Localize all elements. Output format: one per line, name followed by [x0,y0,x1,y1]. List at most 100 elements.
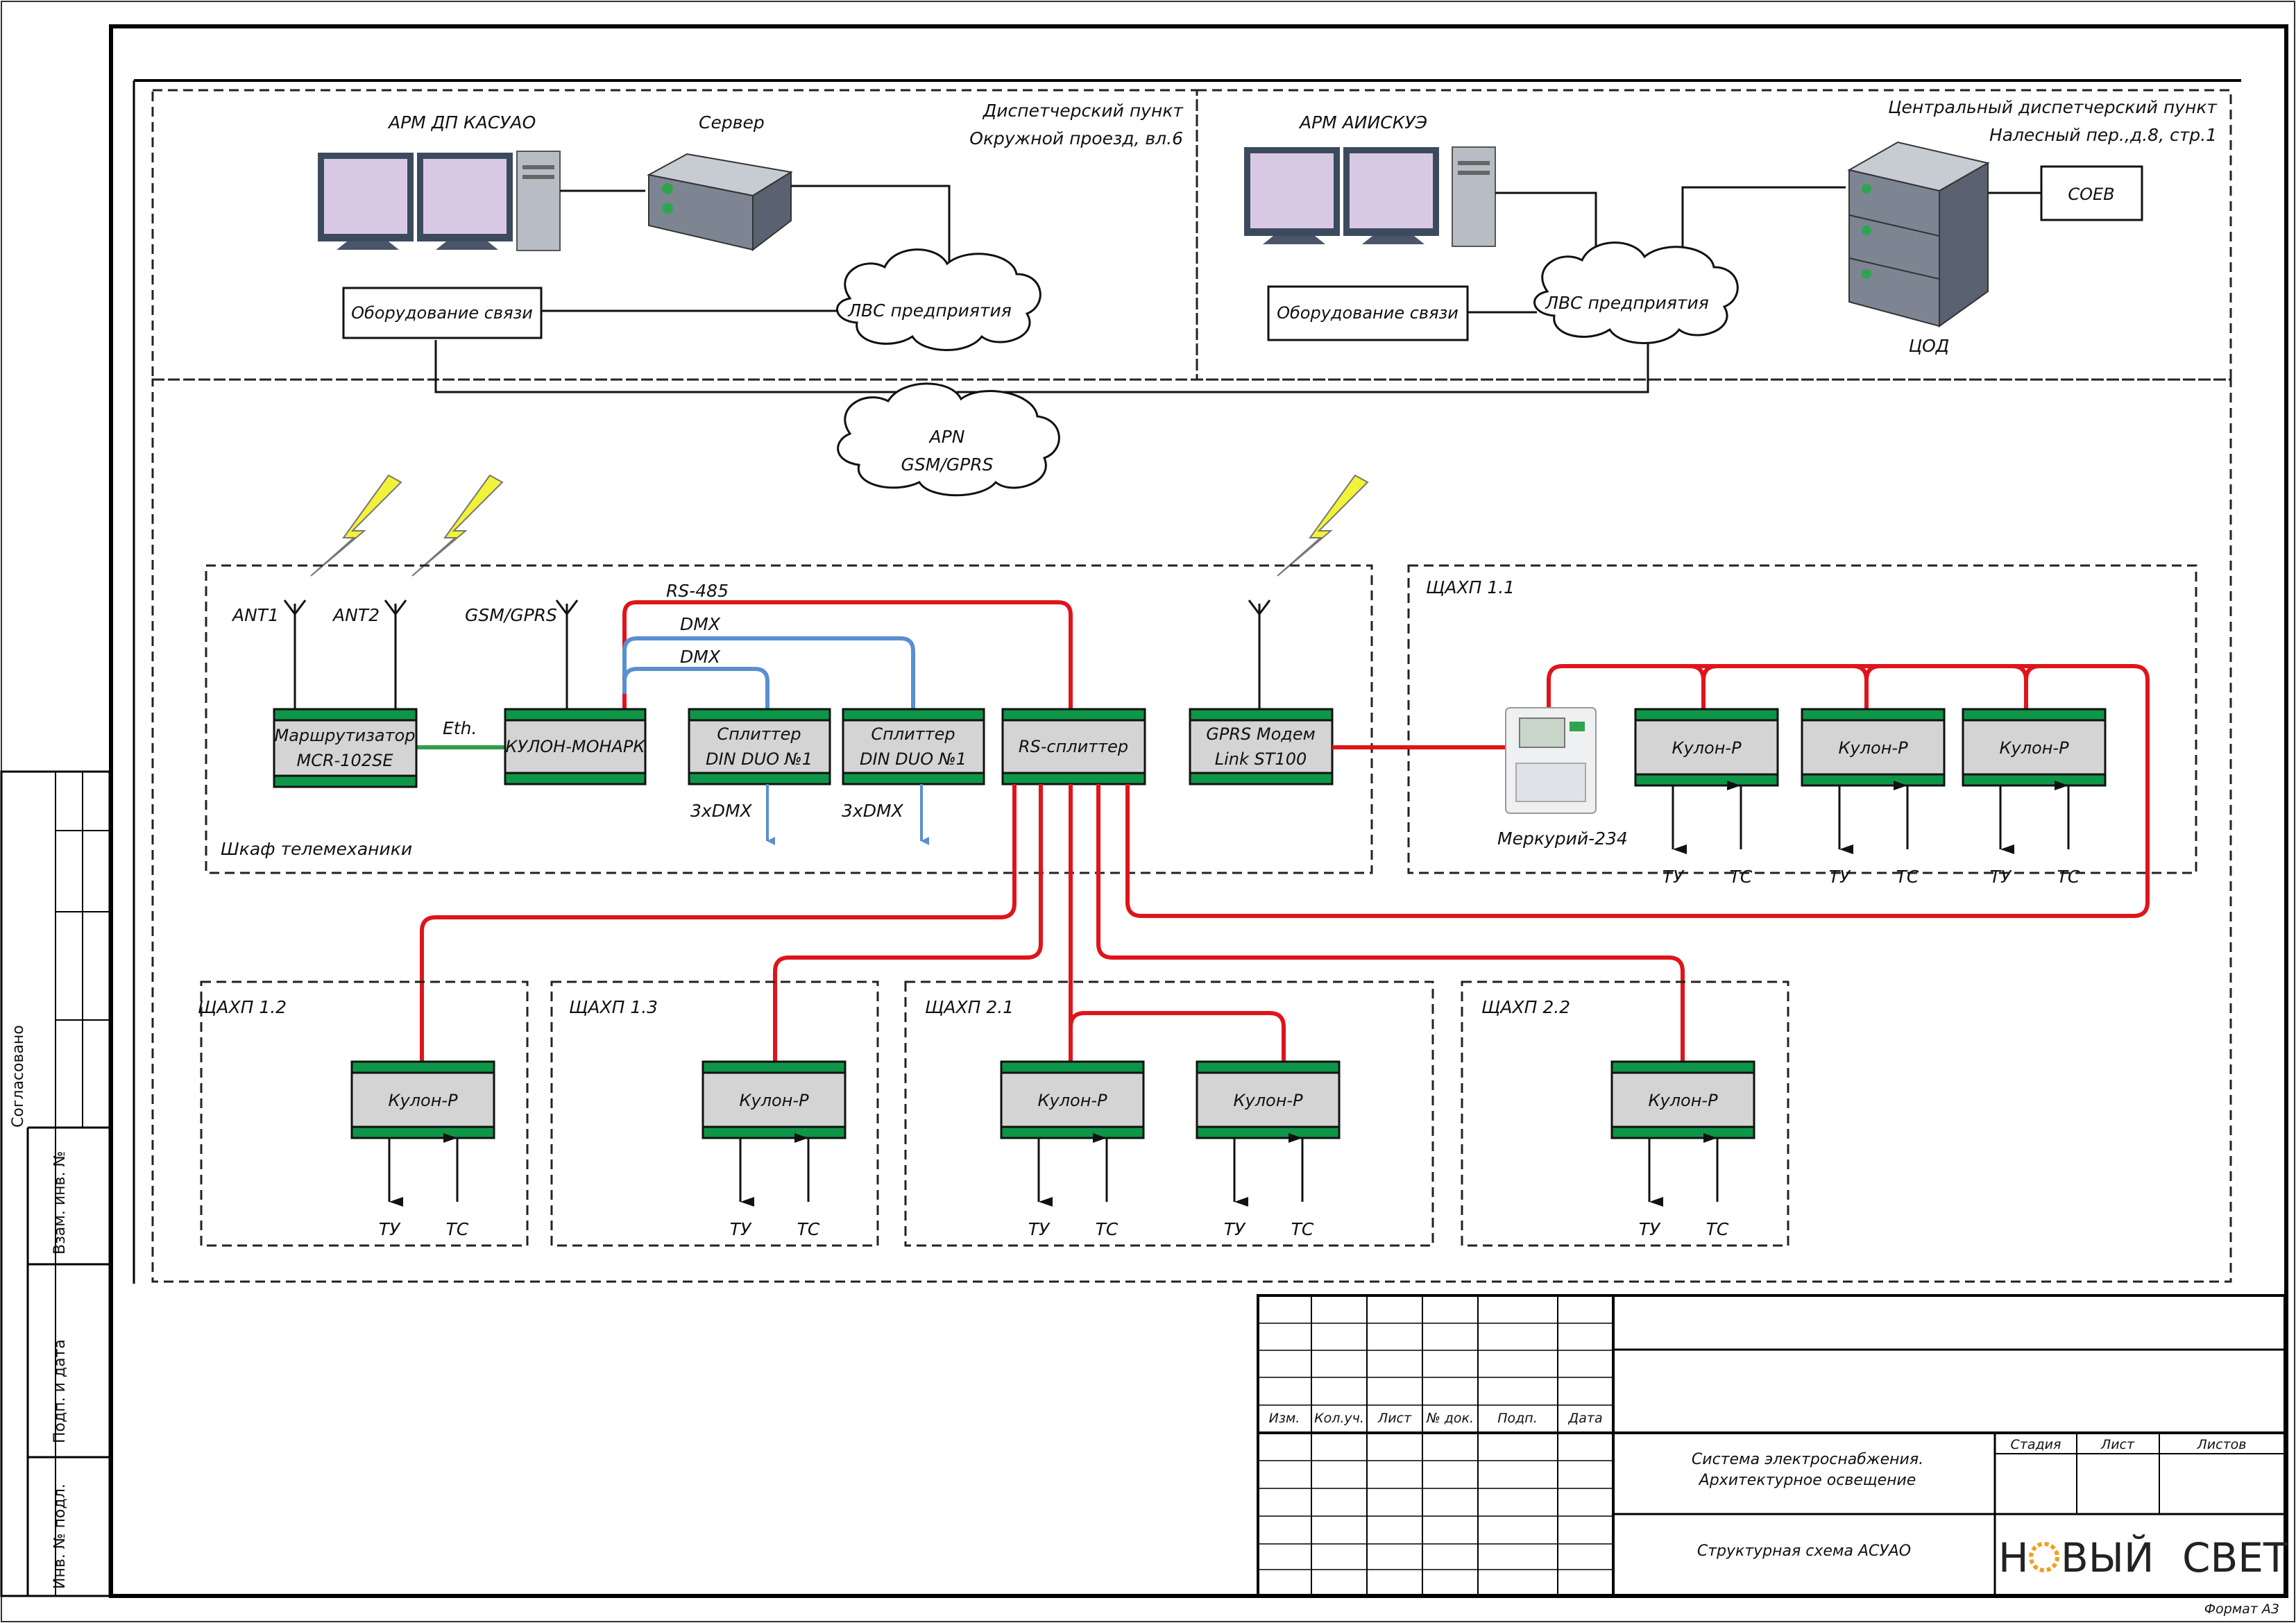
arm-aiiskue-label: АРМ АИИСКУЭ [1298,112,1427,133]
lightning-icon [1277,474,1369,577]
gprs-modem-module: GPRS Модем Link ST100 [1189,708,1334,785]
ts-label: ТС [1096,1219,1119,1239]
meter-label: Меркурий-234 [1497,829,1628,849]
router-line2: MCR-102SE [296,751,393,770]
ant1-label: ANT1 [231,605,279,625]
shchakhp-1-2-label: ЩАХП 1.2 [198,997,287,1017]
novy-svet-logo: Н ВЫЙ СВЕТ [1998,1533,2288,1581]
logo-right: СВЕТ [2182,1534,2288,1581]
dmx-splitter-1: Сплиттер DIN DUO №1 [688,708,831,785]
antenna-icon [1248,600,1271,709]
shchakhp-1-3-label: ЩАХП 1.3 [569,997,658,1017]
server-icon [647,153,793,252]
col-list: Лист [1377,1411,1412,1426]
lightning-icon [310,474,402,577]
top-right-zone: АРМ АИИСКУЭ Центральный диспетчерский пу… [1196,89,2232,381]
logo-letter-n: Н [1998,1534,2029,1581]
datacenter-icon [1847,141,1990,328]
kulon-r-label: Кулон-Р [1233,1091,1303,1110]
col-data: Дата [1567,1411,1602,1426]
arm-dp-label: АРМ ДП КАСУАО [387,112,536,133]
side-stamp: Согласовано Взам. инв. № Подп. и дата Ин… [0,770,111,1597]
ts-label: ТС [797,1219,820,1239]
ts-label: ТС [1730,867,1753,887]
kulon-r-label: Кулон-Р [739,1091,809,1110]
rs-splitter-module: RS-сплиттер [1001,708,1146,785]
kulon-r-module: Кулон-Р ТУ ТС [350,1060,495,1239]
shchakhp-1-1-label: ЩАХП 1.1 [1426,577,1515,597]
format-label: Формат А3 [2204,1601,2279,1617]
tu-label: ТУ [1990,867,2012,887]
ts-label: ТС [1896,867,1919,887]
router-module: Маршрутизатор MCR-102SE [273,708,418,788]
telemechanics-cabinet: Шкаф телемеханики ANT1 ANT2 GSM/GPRS RS-… [205,564,1373,874]
kulon-monark-module: КУЛОН-МОНАРК [504,708,647,785]
eth-label: Eth. [443,718,477,738]
kulon-r-module: Кулон-Р ТУ ТС [1634,708,1779,887]
tu-label: ТУ [1663,867,1685,887]
rs485-label: RS-485 [666,581,729,601]
workstation-icon [1244,146,1496,247]
comm-equipment-label-right: Оборудование связи [1277,303,1459,323]
kulon-r-label: Кулон-Р [1999,738,2069,758]
router-line1: Маршрутизатор [275,726,416,745]
system-line1: Система электроснабжения. [1692,1451,1923,1468]
dmx-label-2: DMX [680,647,721,667]
col-doc: № док. [1426,1411,1474,1426]
ts-label: ТС [446,1219,469,1239]
lan-label-left: ЛВС предприятия [847,300,1012,321]
shchakhp-2-1: ЩАХП 2.1 [904,980,1434,1247]
kulon-r-label: Кулон-Р [1037,1091,1107,1110]
ant2-label: ANT2 [332,605,380,625]
electricity-meter-icon [1505,707,1597,814]
cabinet-label: Шкаф телемеханики [221,839,412,859]
splitter2-line2: DIN DUO №1 [860,749,967,769]
inv-orig-label: Инв. № подл. [51,1484,69,1589]
central-location-line2: Налесный пер.,д.8, стр.1 [1989,125,2217,145]
location-line2: Окружной проезд, вл.6 [969,128,1183,148]
soev-label: СОЕВ [2068,185,2114,204]
antenna-icon [283,600,307,709]
kulon-r-label: Кулон-Р [1672,738,1742,758]
ts-label: ТС [1706,1219,1729,1239]
cod-label: ЦОД [1909,336,1950,356]
central-location-line1: Центральный диспетчерский пункт [1888,97,2218,117]
comm-equipment-box-right: Оборудование связи [1267,285,1469,341]
lan-cloud-left: ЛВС предприятия [836,248,1041,351]
gsm-label: GSM/GPRS [465,605,557,625]
sheets-label: Листов [2197,1437,2247,1452]
kulon-r-label: Кулон-Р [388,1091,458,1110]
lan-cloud-right: ЛВС предприятия [1533,241,1739,344]
kulon-r-module: Кулон-Р ТУ ТС [1962,708,2107,887]
ts-label: ТС [2057,867,2080,887]
sheet-title: Структурная схема АСУАО [1697,1543,1911,1560]
kulon-modules: Кулон-Р ТУ ТС Кулон-Р ТУ ТС Кулон-Р ТУ ТС Кулон-Р… [350,708,2107,1239]
apn-line2: GSM/GPRS [901,454,994,475]
sheet-label: Лист [2100,1437,2135,1452]
kulon-r-module: Кулон-Р ТУ ТС [1000,1060,1145,1239]
antenna-icon [555,600,579,709]
splitter1-line1: Сплиттер [717,724,801,744]
comm-equipment-box-left: Оборудование связи [342,287,543,339]
tu-label: ТУ [1028,1219,1051,1239]
lightning-icon [411,474,504,577]
splitter2-line1: Сплиттер [871,724,955,744]
tu-label: ТУ [379,1219,401,1239]
shchakhp-1-2: ЩАХП 1.2 [198,980,529,1247]
server-label: Сервер [699,112,765,133]
comm-equipment-label-left: Оборудование связи [351,303,533,323]
apn-line1: APN [928,427,965,447]
shchakhp-2-1-label: ЩАХП 2.1 [925,997,1014,1017]
shchakhp-2-2-label: ЩАХП 2.2 [1481,997,1570,1017]
shchakhp-2-2: ЩАХП 2.2 [1461,980,1789,1247]
lan-label-right: ЛВС предприятия [1545,293,1709,313]
col-kol-uch: Кол.уч. [1314,1411,1364,1426]
gprs-line2: Link ST100 [1215,749,1307,769]
rs-splitter-label: RS-сплиттер [1019,737,1128,756]
top-left-zone: АРМ ДП КАСУАО Сервер Диспетчерский пункт… [151,89,1198,381]
field-zone [151,378,2232,1283]
